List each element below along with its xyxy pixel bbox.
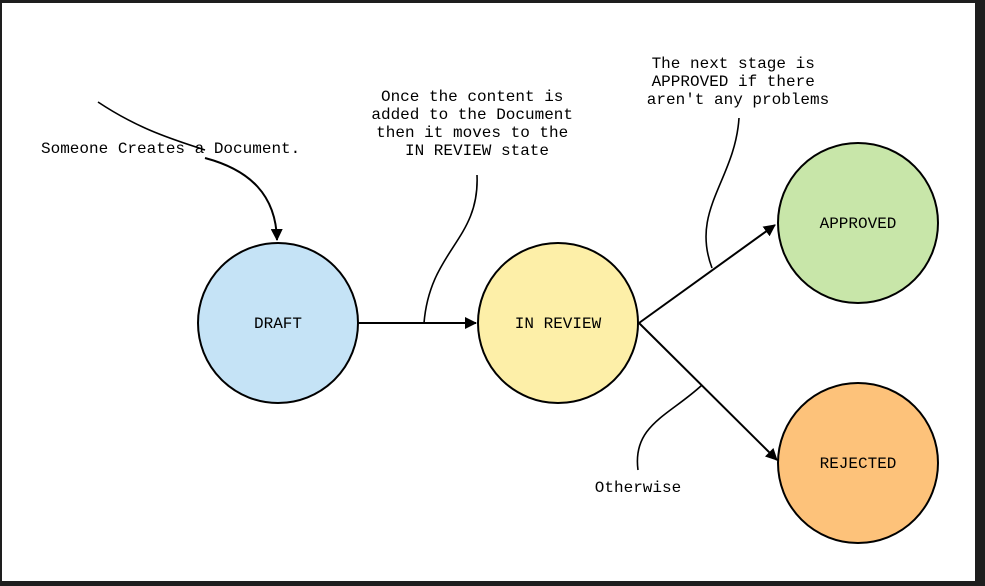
- node-rejected[interactable]: REJECTED: [777, 382, 939, 544]
- review-to-approved-arrow: [638, 224, 776, 324]
- node-draft-label: DRAFT: [254, 315, 302, 333]
- node-approved-label: APPROVED: [820, 215, 897, 233]
- annotation-review-line: Once the content is: [381, 88, 563, 106]
- create-arrow: [204, 157, 283, 241]
- node-draft-circle: [197, 242, 359, 404]
- node-in-review-circle: [477, 242, 639, 404]
- create-callout-line: [97, 101, 206, 151]
- node-in-review-label: IN REVIEW: [515, 315, 602, 333]
- approve-callout-line: [705, 117, 740, 269]
- annotation-approve: The next stage is APPROVED if there aren…: [647, 55, 829, 109]
- node-in-review[interactable]: IN REVIEW: [477, 242, 639, 404]
- annotation-otherwise: Otherwise: [595, 479, 681, 497]
- node-draft[interactable]: DRAFT: [197, 242, 359, 404]
- annotation-review-line: added to the Document: [371, 106, 573, 124]
- annotation-create: Someone Creates a Document.: [41, 140, 300, 158]
- annotation-review-line: IN REVIEW state: [405, 142, 549, 160]
- node-rejected-label: REJECTED: [820, 455, 897, 473]
- annotation-otherwise-line: Otherwise: [595, 479, 681, 497]
- node-approved[interactable]: APPROVED: [777, 142, 939, 304]
- node-approved-circle: [777, 142, 939, 304]
- otherwise-callout-line: [636, 384, 703, 471]
- annotation-approve-line: The next stage is: [652, 55, 815, 73]
- review-callout-line: [423, 174, 478, 324]
- annotation-approve-line: aren't any problems: [647, 91, 829, 109]
- annotation-review-line: then it moves to the: [376, 124, 568, 142]
- annotation-create-line: Someone Creates a Document.: [41, 140, 300, 158]
- annotation-approve-line: APPROVED if there: [652, 73, 815, 91]
- annotation-review: Once the content is added to the Documen…: [371, 88, 582, 160]
- review-to-rejected-arrow: [638, 322, 778, 461]
- node-rejected-circle: [777, 382, 939, 544]
